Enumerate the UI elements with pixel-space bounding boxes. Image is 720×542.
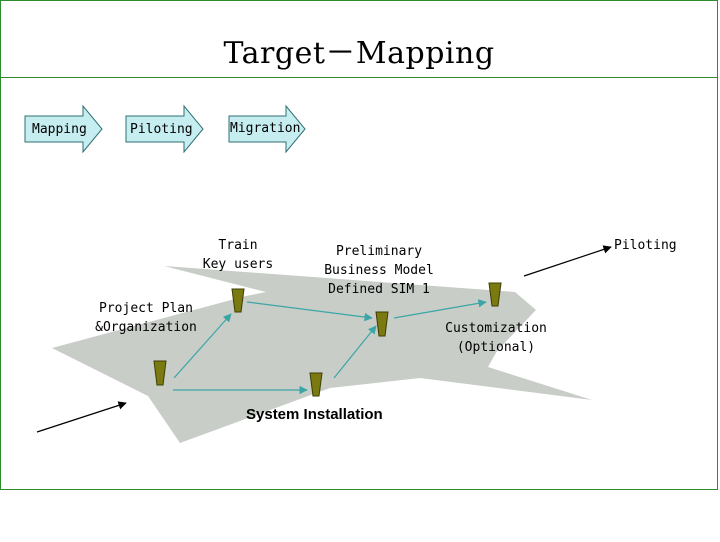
phase-label-piloting: Piloting <box>130 122 193 137</box>
milestone-marker-customization <box>488 282 502 307</box>
slide-frame <box>0 0 718 490</box>
train-line1: Train <box>218 238 258 253</box>
connector-preliminary-to-customization <box>393 299 487 319</box>
next-phase-label: Piloting <box>614 238 677 253</box>
phase-arrow-piloting <box>125 104 204 154</box>
train-line2: Key users <box>202 257 274 272</box>
exit-arrow <box>523 245 612 277</box>
entry-arrow <box>36 401 127 433</box>
system-installation-label: System Installation <box>246 406 383 423</box>
milestone-label-preliminary: Preliminary Business Model Defined SIM 1 <box>318 242 440 299</box>
milestone-marker-project-plan <box>153 360 167 386</box>
preliminary-line1: Preliminary <box>335 244 423 259</box>
milestone-marker-system-installation <box>309 372 323 397</box>
preliminary-line3: Defined SIM 1 <box>328 282 430 297</box>
customization-line2: (Optional) <box>456 340 536 355</box>
connector-train-to-preliminary <box>246 301 373 322</box>
title-bar: Target－Mapping <box>0 0 718 78</box>
connector-install-to-preliminary <box>333 325 377 379</box>
project-plan-line1: Project Plan <box>99 301 193 316</box>
connector-plan-to-train <box>173 313 232 379</box>
milestone-marker-preliminary <box>375 311 389 337</box>
milestone-label-project-plan: Project Plan &Organization <box>90 299 202 337</box>
phase-arrow-migration <box>228 104 306 154</box>
roadmap-surface <box>52 266 592 443</box>
phase-arrow-mapping <box>24 104 103 154</box>
milestone-marker-train <box>231 288 245 313</box>
project-plan-line2: &Organization <box>95 320 197 335</box>
customization-line1: Customization <box>445 321 547 336</box>
phase-label-migration: Migration <box>230 121 301 136</box>
preliminary-line2: Business Model <box>324 263 434 278</box>
milestone-label-customization: Customization (Optional) <box>440 319 552 357</box>
phase-label-mapping: Mapping <box>32 122 87 137</box>
page-title: Target－Mapping <box>223 36 495 71</box>
milestone-label-train: Train Key users <box>196 236 280 274</box>
